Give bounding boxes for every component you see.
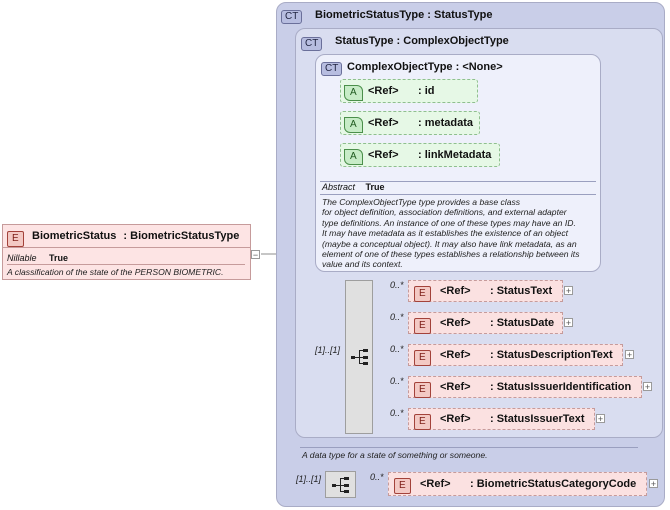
attribute-metadata[interactable]: A <Ref> : metadata [340, 111, 480, 135]
attribute-ref: <Ref> [368, 117, 399, 129]
complex-type-badge: CT [301, 36, 323, 51]
element-badge: E [414, 382, 431, 398]
nillable-value: True [49, 253, 69, 263]
element-status-date[interactable]: E <Ref> : StatusDate [408, 312, 563, 334]
complex-type-badge: CT [321, 61, 343, 76]
root-element-name: BiometricStatus [32, 230, 117, 242]
expand-toggle[interactable]: + [643, 382, 652, 392]
element-status-text[interactable]: E <Ref> : StatusText [408, 280, 563, 302]
element-badge: E [7, 230, 24, 247]
nillable-label: Nillable [7, 253, 37, 263]
expand-toggle[interactable]: + [564, 286, 573, 296]
outer-sequence-compositor[interactable] [325, 471, 356, 498]
sequence-icon [351, 349, 368, 365]
description-line: type definitions. An instance of one of … [322, 217, 576, 228]
element-status-issuer-text[interactable]: E <Ref> : StatusIssuerText [408, 408, 595, 430]
element-badge: E [414, 414, 431, 430]
element-badge: E [414, 286, 431, 302]
outer-sequence-multiplicity: [1]..[1] [296, 474, 322, 484]
attribute-link-metadata[interactable]: A <Ref> : linkMetadata [340, 143, 500, 167]
description-line: It may have metadata as it establishes t… [322, 228, 569, 239]
complex-type-badge: CT [281, 9, 303, 24]
element-name: : StatusText [490, 285, 553, 297]
sequence-multiplicity: [1]..[1] [315, 345, 341, 355]
sequence-compositor[interactable] [345, 280, 373, 434]
expand-toggle[interactable]: + [649, 479, 658, 489]
attribute-badge: A [344, 149, 363, 165]
complex-object-type-title: ComplexObjectType : <None> [347, 61, 503, 73]
element-multiplicity: 0..* [390, 280, 404, 290]
attribute-name: : linkMetadata [418, 149, 492, 161]
element-ref: <Ref> [440, 285, 471, 297]
attribute-name: : id [418, 85, 435, 97]
attribute-name: : metadata [418, 117, 474, 129]
expand-toggle[interactable]: + [564, 318, 573, 328]
element-ref: <Ref> [440, 317, 471, 329]
element-badge: E [414, 350, 431, 366]
status-type-title: StatusType : ComplexObjectType [335, 35, 509, 47]
element-status-issuer-identification[interactable]: E <Ref> : StatusIssuerIdentification [408, 376, 642, 398]
collapse-toggle[interactable]: − [251, 250, 260, 260]
element-name: : StatusIssuerText [490, 413, 585, 425]
element-ref: <Ref> [440, 413, 471, 425]
element-name: : BiometricStatusCategoryCode [470, 478, 637, 490]
element-name: : StatusIssuerIdentification [490, 381, 632, 393]
element-multiplicity: 0..* [390, 344, 404, 354]
element-status-description-text[interactable]: E <Ref> : StatusDescriptionText [408, 344, 623, 366]
element-multiplicity: 0..* [370, 472, 384, 482]
root-element-box[interactable]: E BiometricStatus : BiometricStatusType … [2, 224, 251, 280]
biometric-status-type-description: A data type for a state of something or … [302, 450, 488, 460]
abstract-label: Abstract [322, 182, 356, 192]
description-line: element of one of these types establishe… [322, 249, 580, 260]
expand-toggle[interactable]: + [596, 414, 605, 424]
description-line: (maybe a conceptual object). It may also… [322, 238, 577, 249]
root-element-type: BiometricStatusType [130, 230, 240, 242]
description-line: The ComplexObjectType type provides a ba… [322, 197, 521, 207]
complex-object-type-description: The ComplexObjectType type provides a ba… [322, 197, 598, 270]
attribute-badge: A [344, 117, 363, 133]
element-multiplicity: 0..* [390, 312, 404, 322]
element-name: : StatusDescriptionText [490, 349, 613, 361]
attribute-ref: <Ref> [368, 85, 399, 97]
element-badge: E [394, 478, 411, 494]
root-element-description: A classification of the state of the PER… [7, 267, 224, 277]
biometric-status-type-title: BiometricStatusType : StatusType [315, 9, 493, 21]
element-biometric-status-category-code[interactable]: E <Ref> : BiometricStatusCategoryCode [388, 472, 647, 496]
element-ref: <Ref> [420, 478, 451, 490]
sequence-icon [332, 477, 349, 493]
element-ref: <Ref> [440, 381, 471, 393]
description-line: for object definition, association defin… [322, 207, 567, 218]
expand-toggle[interactable]: + [625, 350, 634, 360]
element-multiplicity: 0..* [390, 376, 404, 386]
attribute-ref: <Ref> [368, 149, 399, 161]
element-badge: E [414, 318, 431, 334]
element-ref: <Ref> [440, 349, 471, 361]
element-multiplicity: 0..* [390, 408, 404, 418]
element-name: : StatusDate [490, 317, 555, 329]
attribute-badge: A [344, 85, 363, 101]
description-line: value and its context. [322, 259, 403, 270]
attribute-id[interactable]: A <Ref> : id [340, 79, 478, 103]
abstract-value: True [365, 182, 385, 192]
